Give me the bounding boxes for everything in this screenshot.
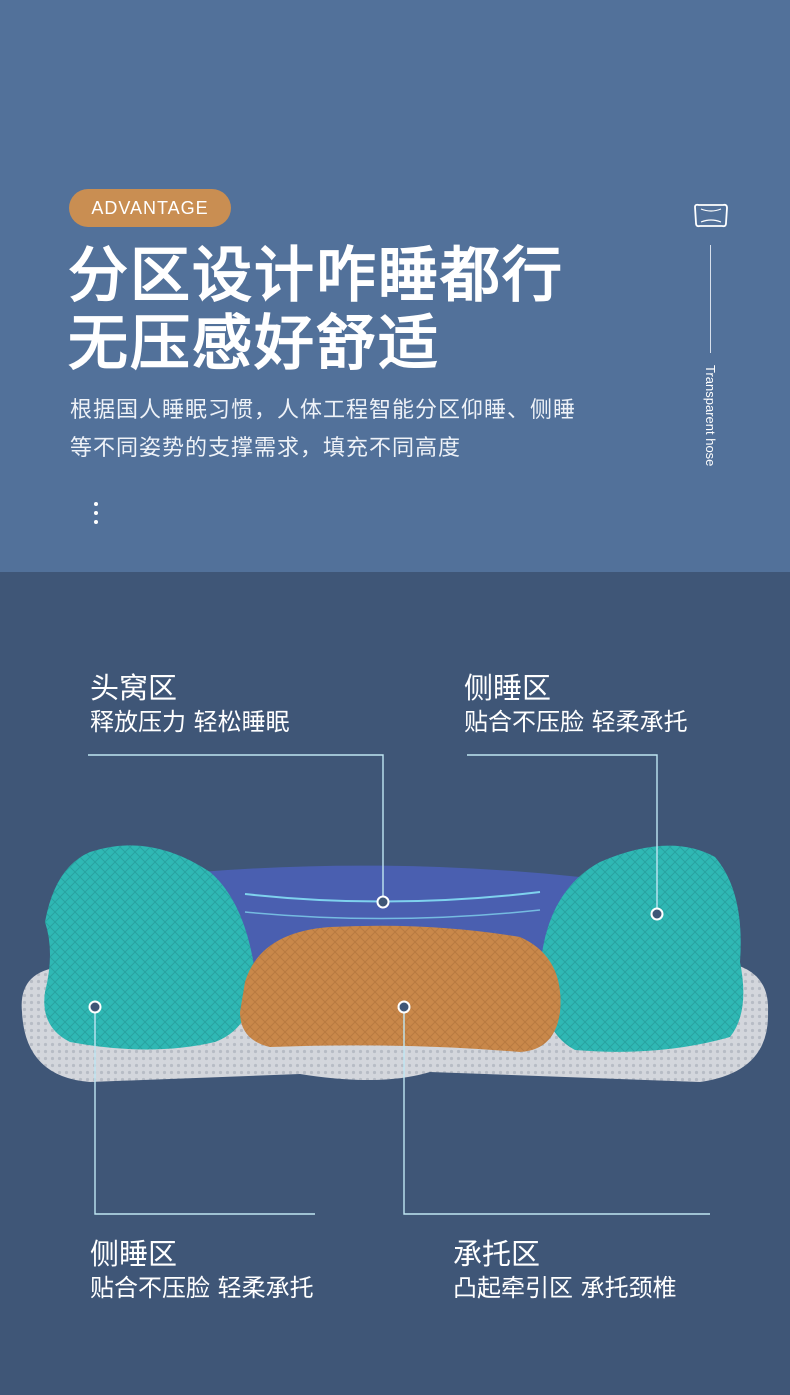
leader-lines — [88, 754, 710, 1215]
side-label: Transparent hose — [703, 365, 718, 467]
side-zone-right — [540, 845, 744, 1052]
marker-side-zone-right — [650, 907, 664, 921]
zone-subtitle: 释放压力 轻松睡眠 — [90, 708, 290, 736]
intro-section: ADVANTAGE 分区设计咋睡都行 无压感好舒适 根据国人睡眠习惯，人体工程智… — [0, 0, 790, 572]
zone-title: 头窝区 — [90, 671, 178, 705]
zone-title: 承托区 — [453, 1237, 541, 1271]
side-zone-left — [44, 845, 256, 1050]
zone-label-support: 承托区 凸起牵引区 承托颈椎 — [453, 1236, 677, 1304]
zone-subtitle: 贴合不压脸 轻柔承托 — [464, 708, 688, 736]
marker-head-zone — [376, 895, 390, 909]
advantage-badge: ADVANTAGE — [69, 189, 231, 227]
description-line-2: 等不同姿势的支撑需求，填充不同高度 — [70, 436, 462, 461]
marker-support-zone — [397, 1000, 411, 1014]
zone-label-side-left: 侧睡区 贴合不压脸 轻柔承托 — [90, 1236, 314, 1304]
zone-title: 侧睡区 — [464, 671, 552, 705]
pillow-illustration — [21, 754, 769, 1215]
description-line-1: 根据国人睡眠习惯，人体工程智能分区仰睡、侧睡 — [70, 398, 577, 423]
side-divider — [710, 245, 711, 353]
pillow-icon — [694, 203, 728, 228]
more-dots-icon — [93, 502, 99, 526]
zone-title: 侧睡区 — [90, 1237, 178, 1271]
headline-line-2: 无压感好舒适 — [68, 309, 440, 379]
headline-line-1: 分区设计咋睡都行 — [68, 241, 564, 311]
marker-side-zone-left — [88, 1000, 102, 1014]
zone-subtitle: 凸起牵引区 承托颈椎 — [453, 1274, 677, 1302]
zone-label-side-right: 侧睡区 贴合不压脸 轻柔承托 — [464, 670, 688, 738]
support-zone — [240, 925, 561, 1052]
zone-label-head: 头窝区 释放压力 轻松睡眠 — [90, 670, 290, 738]
zone-subtitle: 贴合不压脸 轻柔承托 — [90, 1274, 314, 1302]
